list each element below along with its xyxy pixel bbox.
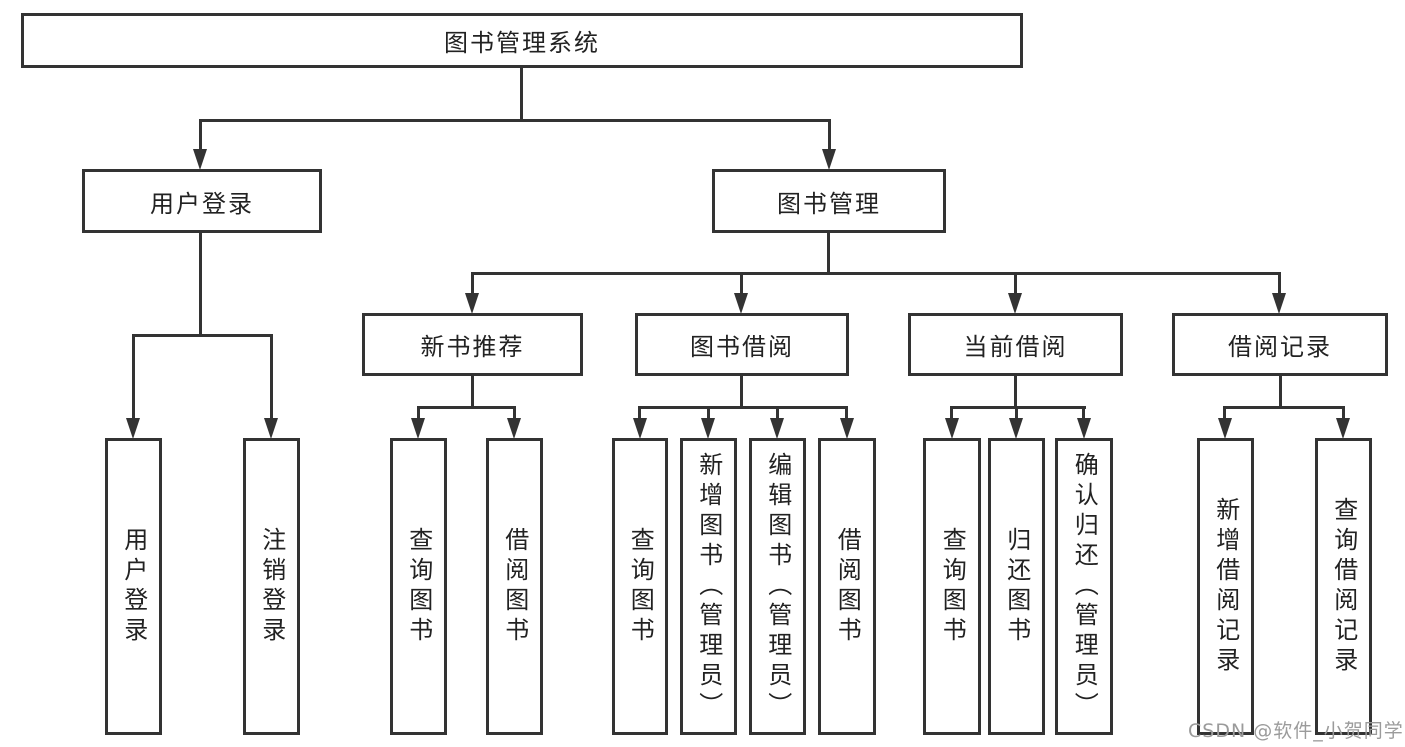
leaf-label: 注销登录: [257, 526, 286, 647]
leaf-return-books: 归还图书: [988, 438, 1045, 735]
leaf-label: 确认归还（管理员）: [1070, 451, 1099, 722]
edge-drop-query-books: [417, 406, 420, 420]
edge-user-login-stem: [199, 233, 202, 336]
edge-borrowing-records-bar: [1223, 406, 1345, 409]
node-label: 当前借阅: [963, 333, 1068, 361]
arrow-down-icon: [465, 293, 479, 314]
arrow-down-icon: [1336, 418, 1350, 439]
arrow-down-icon: [701, 418, 715, 439]
leaf-label: 查询图书: [938, 526, 967, 647]
edge-user-login-bar: [132, 334, 273, 337]
edge-drop-user-login: [199, 119, 202, 151]
leaf-logout: 注销登录: [243, 438, 300, 735]
node-book-borrowing: 图书借阅: [635, 313, 849, 376]
leaf-label: 借阅图书: [500, 526, 529, 647]
leaf-label: 查询借阅记录: [1329, 496, 1358, 677]
edge-drop-query-borrow-record: [1342, 406, 1345, 420]
leaf-borrow-books-recommend: 借阅图书: [486, 438, 543, 735]
node-borrowing-records: 借阅记录: [1172, 313, 1388, 376]
node-label: 借阅记录: [1228, 333, 1332, 361]
node-label: 图书管理: [777, 189, 881, 218]
edge-drop-query-books: [950, 406, 953, 420]
edge-drop-logout: [270, 334, 273, 419]
node-new-book-recommendation: 新书推荐: [362, 313, 583, 376]
leaf-label: 新增图书（管理员）: [694, 451, 723, 722]
edge-new-book-stem: [471, 376, 474, 409]
leaf-query-books-current: 查询图书: [923, 438, 981, 735]
edge-drop-new-book-recommendation: [471, 272, 474, 295]
leaf-label: 新增借阅记录: [1211, 496, 1240, 677]
edge-borrowing-records-stem: [1279, 376, 1282, 409]
edge-drop-edit-book: [776, 406, 779, 420]
node-book-management: 图书管理: [712, 169, 946, 233]
arrow-down-icon: [1008, 293, 1022, 314]
leaf-confirm-return-admin: 确认归还（管理员）: [1055, 438, 1113, 735]
edge-drop-current-borrowing: [1014, 272, 1017, 295]
node-library-management-system: 图书管理系统: [21, 13, 1023, 68]
leaf-query-borrow-record: 查询借阅记录: [1315, 438, 1372, 735]
node-label: 图书借阅: [690, 333, 794, 361]
arrow-down-icon: [633, 418, 647, 439]
edge-drop-add-borrow-record: [1223, 406, 1226, 420]
arrow-down-icon: [193, 149, 207, 170]
edge-book-borrowing-stem: [740, 376, 743, 409]
edge-current-borrowing-stem: [1014, 376, 1017, 409]
edge-drop-query-books: [638, 406, 641, 420]
edge-drop-login: [132, 334, 135, 419]
leaf-label: 查询图书: [626, 526, 655, 647]
arrow-down-icon: [822, 149, 836, 170]
edge-book-management-stem: [827, 232, 830, 275]
arrow-down-icon: [126, 418, 140, 439]
arrow-down-icon: [1077, 418, 1091, 439]
arrow-down-icon: [507, 418, 521, 439]
leaf-label: 用户登录: [119, 526, 148, 647]
leaf-borrow-books-borrowing: 借阅图书: [818, 438, 876, 735]
leaf-add-book-admin: 新增图书（管理员）: [680, 438, 737, 735]
node-user-login: 用户登录: [82, 169, 322, 233]
node-label: 新书推荐: [420, 333, 525, 361]
leaf-user-login: 用户登录: [105, 438, 162, 735]
edge-drop-book-borrowing: [740, 272, 743, 295]
edge-new-book-bar: [417, 406, 516, 409]
edge-book-management-bar: [471, 272, 1281, 275]
edge-root-stem: [520, 68, 523, 121]
edge-drop-book-management: [828, 119, 831, 151]
edge-drop-confirm-return: [1082, 406, 1085, 420]
leaf-query-books-borrowing: 查询图书: [612, 438, 668, 735]
arrow-down-icon: [945, 418, 959, 439]
edge-drop-borrow-books: [845, 406, 848, 420]
arrow-down-icon: [411, 418, 425, 439]
node-current-borrowing: 当前借阅: [908, 313, 1123, 376]
edge-drop-add-book: [707, 406, 710, 420]
edge-book-borrowing-bar: [638, 406, 848, 409]
arrow-down-icon: [770, 418, 784, 439]
edge-drop-borrow-books: [513, 406, 516, 420]
arrow-down-icon: [1218, 418, 1232, 439]
arrow-down-icon: [264, 418, 278, 439]
leaf-label: 编辑图书（管理员）: [763, 451, 792, 722]
arrow-down-icon: [840, 418, 854, 439]
edge-drop-borrowing-records: [1278, 272, 1281, 295]
leaf-label: 查询图书: [404, 526, 433, 647]
csdn-watermark: CSDN @软件_小贺同学: [1188, 720, 1404, 742]
node-label: 用户登录: [150, 189, 254, 218]
leaf-label: 归还图书: [1002, 526, 1031, 647]
edge-current-borrowing-bar: [950, 406, 1086, 409]
node-label: 图书管理系统: [444, 29, 600, 57]
arrow-down-icon: [734, 293, 748, 314]
arrow-down-icon: [1272, 293, 1286, 314]
edge-drop-return-books: [1015, 406, 1018, 420]
leaf-edit-book-admin: 编辑图书（管理员）: [749, 438, 806, 735]
edge-root-bar: [199, 119, 831, 122]
leaf-label: 借阅图书: [833, 526, 862, 647]
leaf-query-books-recommend: 查询图书: [390, 438, 447, 735]
leaf-add-borrow-record: 新增借阅记录: [1197, 438, 1254, 735]
arrow-down-icon: [1009, 418, 1023, 439]
